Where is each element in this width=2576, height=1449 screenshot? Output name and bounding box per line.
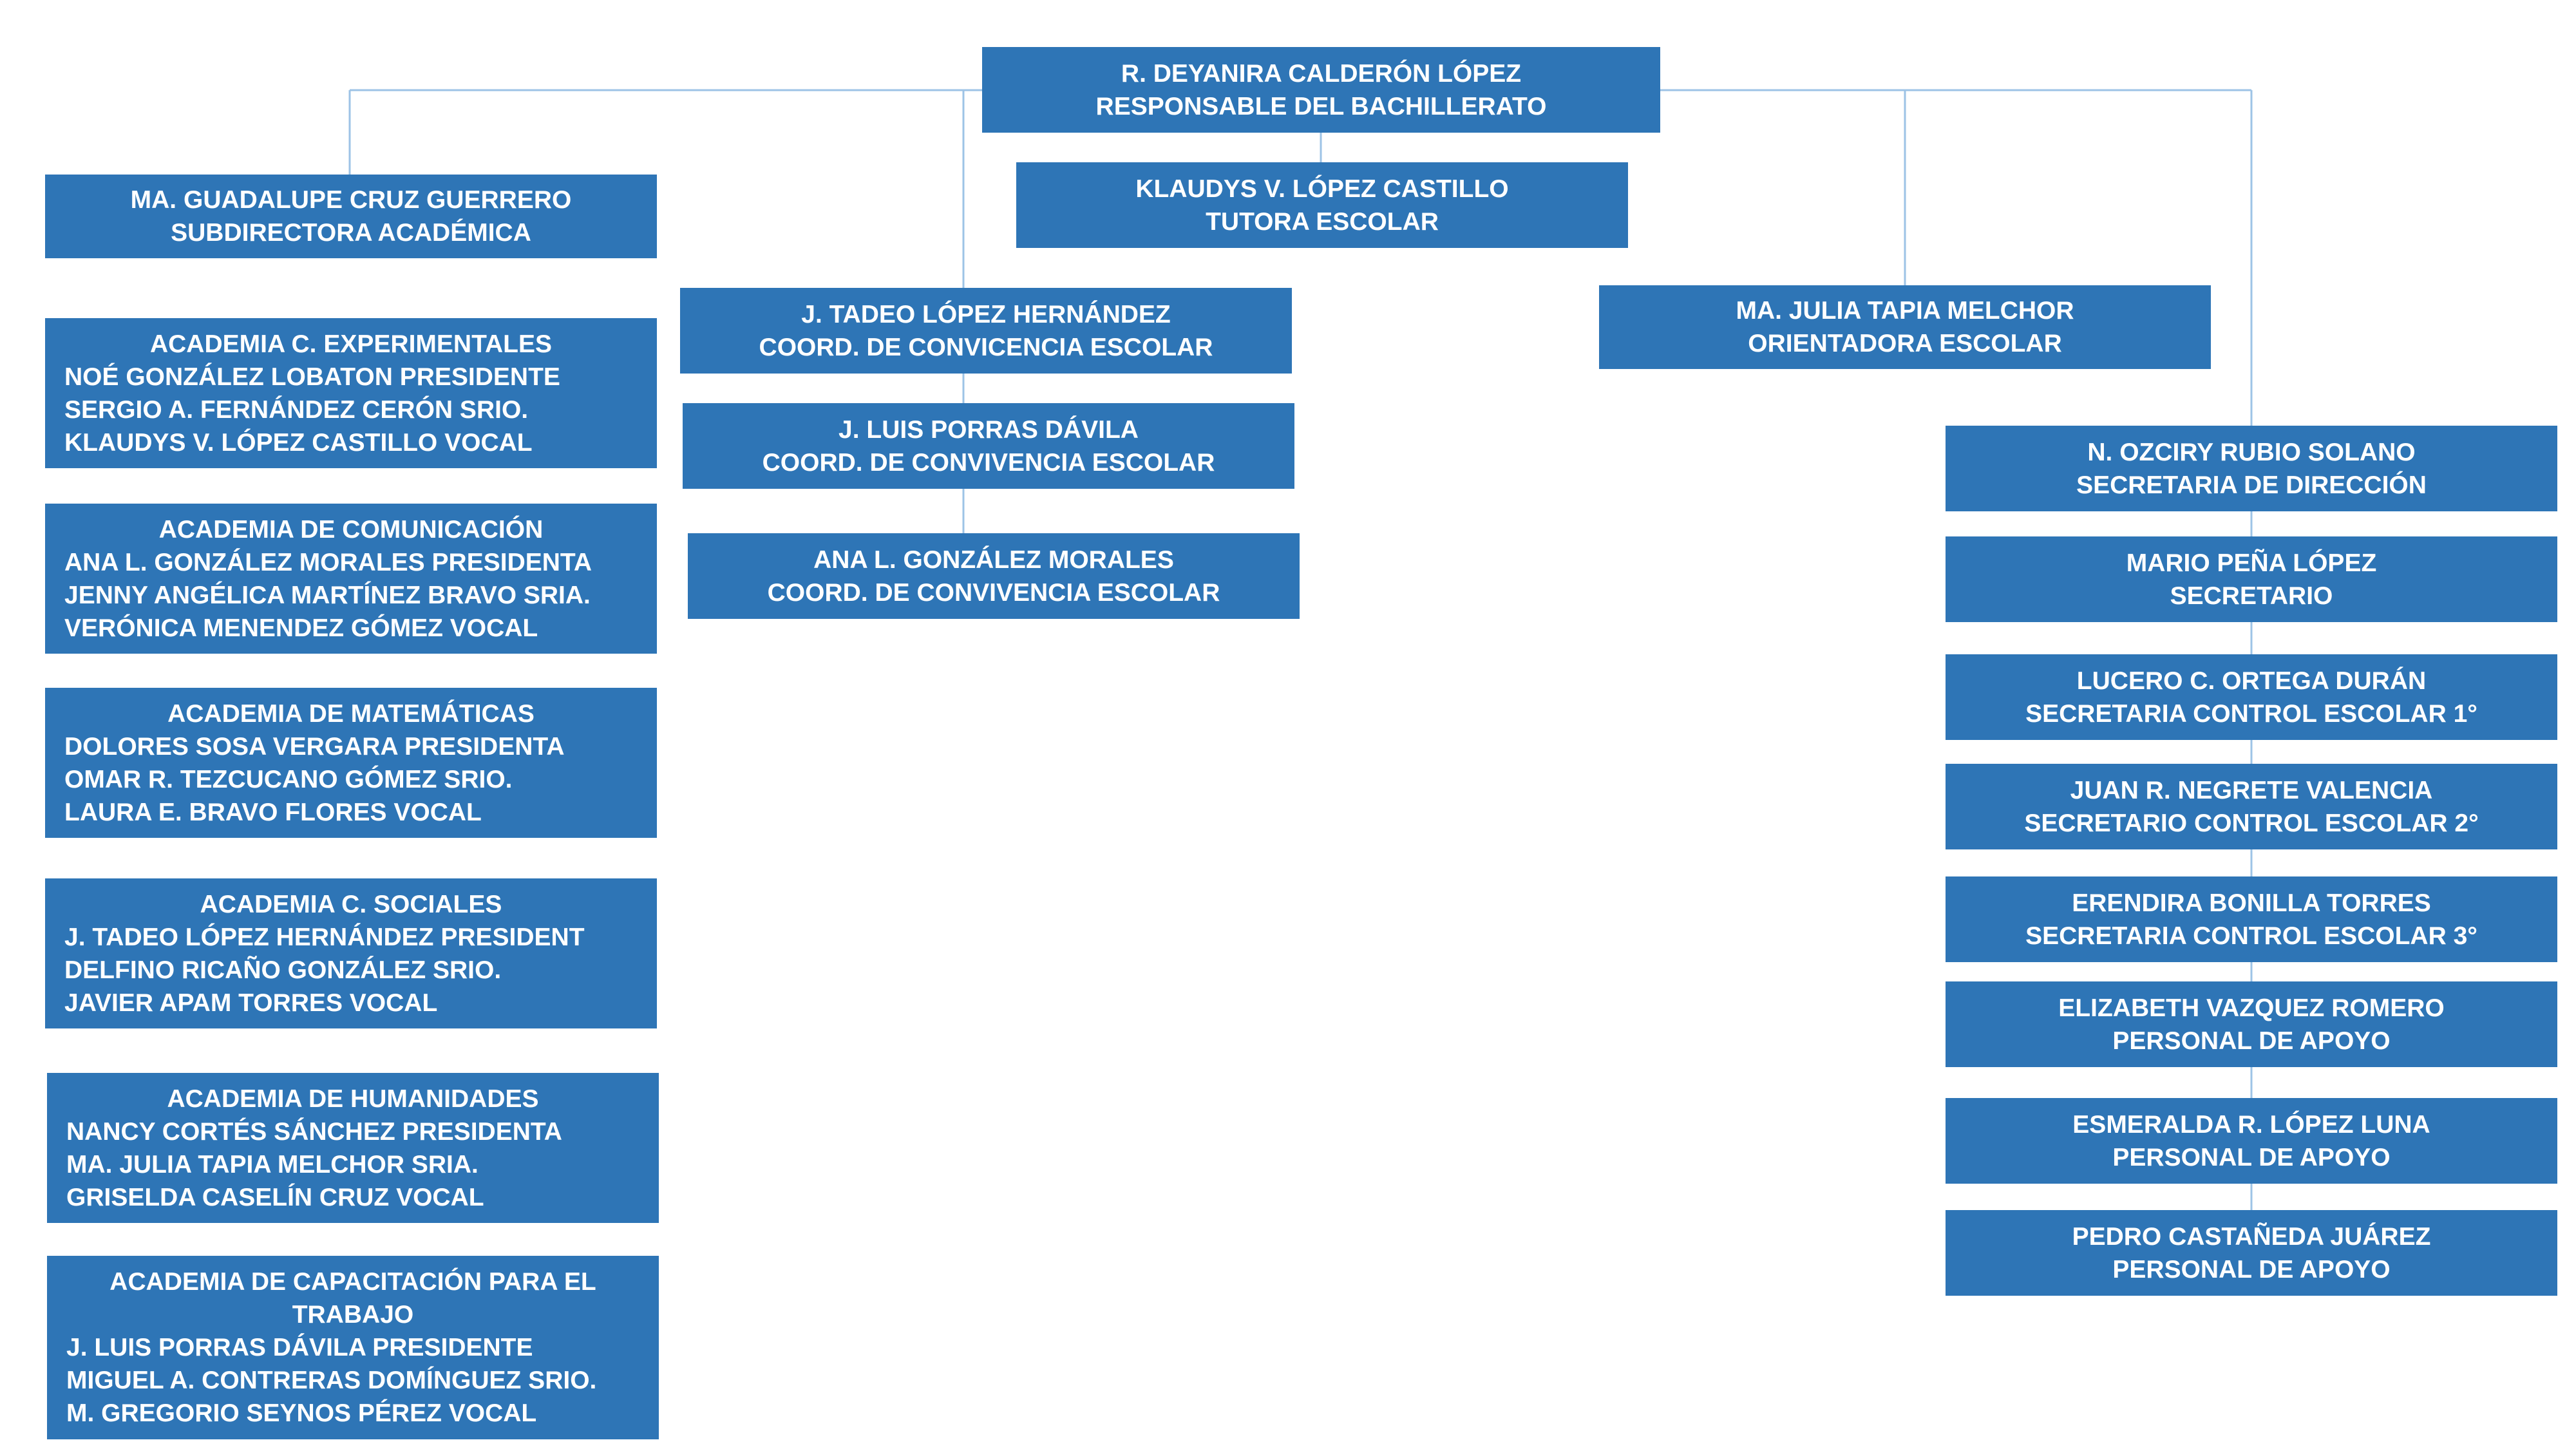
staff-box-3: LUCERO C. ORTEGA DURÁN SECRETARIA CONTRO… — [1946, 654, 2557, 740]
academy-title: ACADEMIA C. SOCIALES — [200, 890, 502, 918]
academy-title: ACADEMIA DE COMUNICACIÓN — [158, 515, 544, 544]
academy-member: J. TADEO LÓPEZ HERNÁNDEZ PRESIDENT — [64, 923, 585, 951]
academy-box-sociales: ACADEMIA C. SOCIALES J. TADEO LÓPEZ HERN… — [45, 878, 657, 1028]
academy-member: NOÉ GONZÁLEZ LOBATON PRESIDENTE — [64, 363, 560, 391]
academy-member: DOLORES SOSA VERGARA PRESIDENTA — [64, 732, 565, 761]
tutor-box: KLAUDYS V. LÓPEZ CASTILLO TUTORA ESCOLAR — [1016, 162, 1628, 248]
staff-box-5: ERENDIRA BONILLA TORRES SECRETARIA CONTR… — [1946, 876, 2557, 962]
coordinator-role: COORD. DE CONVIVENCIA ESCOLAR — [762, 448, 1215, 477]
academy-member: SERGIO A. FERNÁNDEZ CERÓN SRIO. — [64, 395, 529, 424]
academy-title: ACADEMIA DE MATEMÁTICAS — [167, 699, 535, 728]
counselor-box: MA. JULIA TAPIA MELCHOR ORIENTADORA ESCO… — [1599, 285, 2211, 369]
staff-box-2: MARIO PEÑA LÓPEZ SECRETARIO — [1946, 536, 2557, 622]
staff-role: PERSONAL DE APOYO — [2112, 1255, 2391, 1283]
counselor-name: MA. JULIA TAPIA MELCHOR — [1736, 297, 2074, 325]
coordinator-role: COORD. DE CONVICENCIA ESCOLAR — [759, 333, 1213, 361]
staff-name: JUAN R. NEGRETE VALENCIA — [2070, 776, 2433, 804]
academy-box-humanidades: ACADEMIA DE HUMANIDADES NANCY CORTÉS SÁN… — [47, 1073, 659, 1223]
counselor-role: ORIENTADORA ESCOLAR — [1748, 330, 2062, 357]
coordinator-box-1: J. TADEO LÓPEZ HERNÁNDEZ COORD. DE CONVI… — [680, 288, 1292, 374]
staff-role: PERSONAL DE APOYO — [2112, 1143, 2391, 1171]
academy-member: KLAUDYS V. LÓPEZ CASTILLO VOCAL — [64, 428, 533, 457]
academy-member: MIGUEL A. CONTRERAS DOMÍNGUEZ SRIO. — [66, 1367, 597, 1394]
academy-box-experimentales: ACADEMIA C. EXPERIMENTALES NOÉ GONZÁLEZ … — [45, 318, 657, 468]
staff-name: ELIZABETH VAZQUEZ ROMERO — [2058, 994, 2445, 1022]
staff-role: SECRETARIA CONTROL ESCOLAR 3° — [2025, 922, 2477, 950]
staff-role: SECRETARIA CONTROL ESCOLAR 1° — [2025, 699, 2477, 728]
coordinator-name: J. TADEO LÓPEZ HERNÁNDEZ — [801, 300, 1171, 328]
academy-member: ANA L. GONZÁLEZ MORALES PRESIDENTA — [64, 548, 592, 576]
academy-member: JAVIER APAM TORRES VOCAL — [64, 989, 438, 1017]
staff-box-4: JUAN R. NEGRETE VALENCIA SECRETARIO CONT… — [1946, 764, 2557, 849]
academy-member: LAURA E. BRAVO FLORES VOCAL — [64, 798, 482, 826]
academy-box-matematicas: ACADEMIA DE MATEMÁTICAS DOLORES SOSA VER… — [45, 688, 657, 838]
staff-box-1: N. OZCIRY RUBIO SOLANO SECRETARIA DE DIR… — [1946, 426, 2557, 511]
staff-role: PERSONAL DE APOYO — [2112, 1027, 2391, 1055]
academy-box-comunicacion: ACADEMIA DE COMUNICACIÓN ANA L. GONZÁLEZ… — [45, 504, 657, 654]
staff-name: ESMERALDA R. LÓPEZ LUNA — [2072, 1110, 2430, 1139]
subdirector-name: MA. GUADALUPE CRUZ GUERRERO — [130, 186, 572, 214]
staff-role: SECRETARIO CONTROL ESCOLAR 2° — [2024, 809, 2479, 837]
subdirector-box: MA. GUADALUPE CRUZ GUERRERO SUBDIRECTORA… — [45, 175, 657, 258]
coordinator-role: COORD. DE CONVIVENCIA ESCOLAR — [767, 578, 1220, 607]
staff-role: SECRETARIA DE DIRECCIÓN — [2076, 471, 2427, 499]
academy-member: OMAR R. TEZCUCANO GÓMEZ SRIO. — [64, 765, 513, 793]
head-name: R. DEYANIRA CALDERÓN LÓPEZ — [1121, 59, 1522, 88]
academy-member: VERÓNICA MENENDEZ GÓMEZ VOCAL — [64, 614, 538, 642]
subdirector-role: SUBDIRECTORA ACADÉMICA — [171, 219, 531, 247]
coordinator-name: J. LUIS PORRAS DÁVILA — [838, 415, 1139, 444]
staff-box-7: ESMERALDA R. LÓPEZ LUNA PERSONAL DE APOY… — [1946, 1098, 2557, 1184]
staff-name: N. OZCIRY RUBIO SOLANO — [2087, 438, 2416, 466]
staff-role: SECRETARIO — [2170, 582, 2333, 610]
coordinator-box-2: J. LUIS PORRAS DÁVILA COORD. DE CONVIVEN… — [683, 403, 1294, 489]
academy-title: ACADEMIA C. EXPERIMENTALES — [149, 330, 553, 358]
academy-member: DELFINO RICAÑO GONZÁLEZ SRIO. — [64, 956, 502, 984]
coordinator-name: ANA L. GONZÁLEZ MORALES — [813, 545, 1174, 574]
staff-name: MARIO PEÑA LÓPEZ — [2126, 549, 2377, 577]
staff-name: ERENDIRA BONILLA TORRES — [2072, 889, 2431, 917]
academy-title: ACADEMIA DE HUMANIDADES — [167, 1084, 539, 1113]
staff-name: LUCERO C. ORTEGA DURÁN — [2076, 667, 2427, 695]
academy-member: NANCY CORTÉS SÁNCHEZ PRESIDENTA — [66, 1117, 562, 1146]
staff-name: PEDRO CASTAÑEDA JUÁREZ — [2072, 1222, 2431, 1251]
academy-title: ACADEMIA DE CAPACITACIÓN PARA EL TRABAJO — [109, 1268, 596, 1329]
tutor-role: TUTORA ESCOLAR — [1206, 207, 1439, 236]
academy-member: MA. JULIA TAPIA MELCHOR SRIA. — [66, 1150, 478, 1179]
academy-box-capacitacion: ACADEMIA DE CAPACITACIÓN PARA EL TRABAJO… — [47, 1256, 659, 1439]
head-role: RESPONSABLE DEL BACHILLERATO — [1095, 92, 1547, 120]
academy-member: M. GREGORIO SEYNOS PÉREZ VOCAL — [66, 1399, 537, 1427]
academy-member: JENNY ANGÉLICA MARTÍNEZ BRAVO SRIA. — [64, 581, 591, 609]
tutor-name: KLAUDYS V. LÓPEZ CASTILLO — [1135, 175, 1509, 203]
coordinator-box-3: ANA L. GONZÁLEZ MORALES COORD. DE CONVIV… — [688, 533, 1300, 619]
staff-box-8: PEDRO CASTAÑEDA JUÁREZ PERSONAL DE APOYO — [1946, 1210, 2557, 1296]
staff-box-6: ELIZABETH VAZQUEZ ROMERO PERSONAL DE APO… — [1946, 981, 2557, 1067]
academy-member: GRISELDA CASELÍN CRUZ VOCAL — [66, 1183, 484, 1211]
academy-member: J. LUIS PORRAS DÁVILA PRESIDENTE — [66, 1334, 533, 1361]
head-box: R. DEYANIRA CALDERÓN LÓPEZ RESPONSABLE D… — [982, 47, 1660, 133]
